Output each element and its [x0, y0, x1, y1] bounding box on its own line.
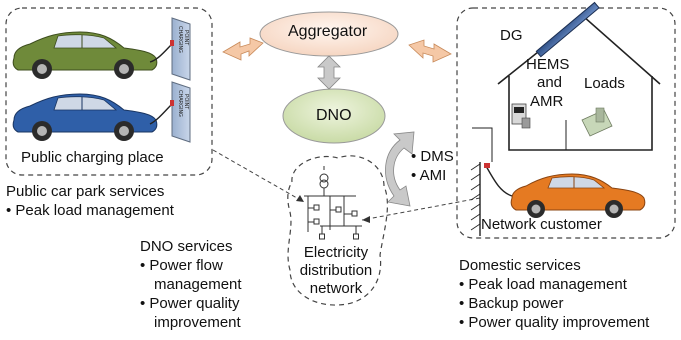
network-label: Electricity distribution network — [296, 244, 376, 298]
green-car — [12, 31, 158, 79]
dg-label: DG — [500, 27, 523, 44]
loads-label: Loads — [584, 75, 625, 92]
charging-point-2 — [149, 81, 191, 143]
connector-public-network — [212, 149, 305, 203]
dno-services-item-2: • Power quality — [140, 295, 240, 312]
connector-public-network-head — [296, 195, 304, 202]
domestic-services-item-2: • Backup power — [459, 295, 564, 312]
arrow-dms-ami — [385, 131, 415, 207]
amr-label: AMR — [530, 93, 564, 110]
connector-customer-network-head — [362, 216, 370, 223]
charging-point-label-2a: CHARGING — [177, 90, 183, 117]
dms-label: • DMS — [411, 148, 454, 165]
dno-services-title: DNO services — [140, 238, 233, 255]
arrow-aggregator-dno — [317, 55, 341, 90]
public-services-title: Public car park services — [6, 183, 165, 200]
domestic-services-item-3: • Power quality improvement — [459, 314, 650, 331]
wall-charger — [470, 127, 513, 236]
domestic-services-title: Domestic services — [459, 257, 581, 274]
dno-services-item-2-cont: improvement — [154, 314, 241, 331]
dno-label: DNO — [316, 107, 352, 124]
charging-point-label-1b: POINT — [183, 30, 189, 45]
network-customer-box — [456, 7, 676, 239]
network-label-line-1: Electricity — [303, 244, 369, 261]
charging-point-label-1a: CHARGING — [177, 26, 183, 53]
ami-label: • AMI — [411, 167, 447, 184]
and-label: and — [537, 74, 563, 91]
arrow-customer-aggregator — [408, 39, 452, 63]
public-charging-place-label: Public charging place — [21, 149, 164, 166]
orange-car — [510, 173, 646, 218]
domestic-services-block: Domestic services • Peak load management… — [459, 256, 649, 332]
dno-services-item-1-cont: management — [154, 276, 242, 293]
hems-label: HEMS — [526, 56, 570, 73]
connector-customer-network — [361, 197, 481, 221]
loads-appliance-icon — [581, 107, 613, 137]
network-label-line-3: network — [309, 280, 363, 297]
charging-point-1 — [149, 17, 191, 81]
comm-labels: • DMS • AMI — [411, 147, 454, 185]
dno-node — [282, 88, 386, 144]
public-services-block: Public car park services • Peak load man… — [6, 182, 174, 220]
network-customer-label: Network customer — [481, 216, 602, 233]
dno-services-block: DNO services • Power flow management • P… — [140, 237, 242, 332]
network-label-line-2: distribution — [299, 262, 373, 279]
aggregator-label: Aggregator — [288, 23, 368, 40]
pv-panel — [535, 1, 600, 58]
distribution-network-icon — [304, 166, 362, 240]
charging-point-label-2b: POINT — [183, 94, 189, 109]
domestic-services-item-1: • Peak load management — [459, 276, 627, 293]
dno-services-item-1: • Power flow — [140, 257, 223, 274]
arrow-public-aggregator — [222, 37, 264, 61]
blue-car — [12, 93, 158, 141]
public-charging-place-box — [5, 7, 213, 176]
network-cloud — [287, 155, 389, 306]
meter-icon — [511, 103, 531, 129]
public-services-item: • Peak load management — [6, 202, 174, 219]
